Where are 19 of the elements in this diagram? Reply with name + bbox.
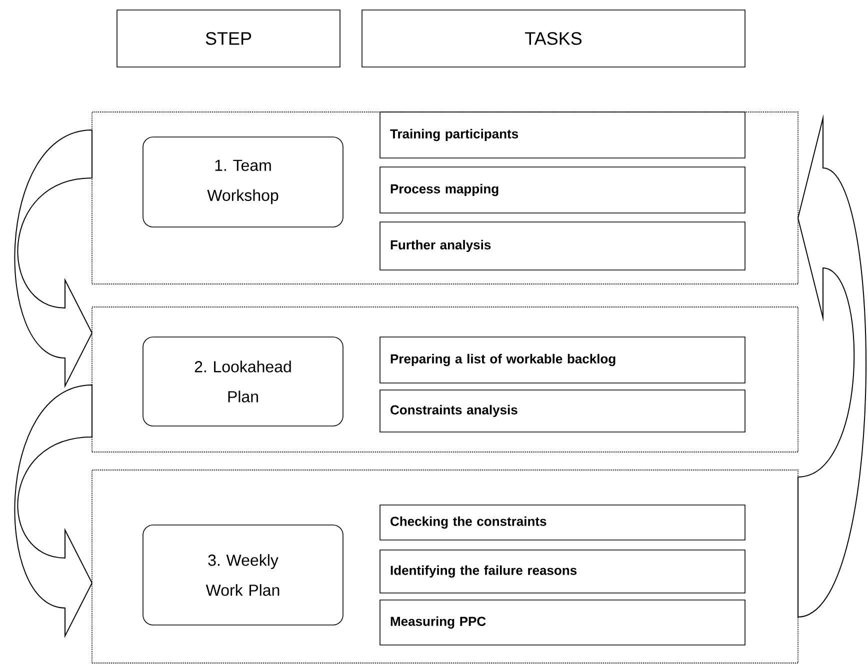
curved-block-arrow xyxy=(14,130,92,386)
task-box: Constraints analysis xyxy=(380,390,746,432)
task-box: Training participants xyxy=(380,112,746,158)
dotted-group-box xyxy=(92,306,798,452)
dotted-group-box xyxy=(92,470,798,664)
dotted-group-box xyxy=(92,112,798,284)
task-box: Identifying the failure reasons xyxy=(380,550,746,594)
step-box: 2. Lookahead Plan xyxy=(142,336,344,426)
step-box: 3. Weekly Work Plan xyxy=(142,524,344,626)
column-header: STEP xyxy=(116,10,340,68)
task-box: Measuring PPC xyxy=(380,600,746,646)
task-box: Further analysis xyxy=(380,222,746,270)
curved-block-arrow xyxy=(798,118,866,618)
step-box: 1. Team Workshop xyxy=(142,136,344,228)
task-box: Preparing a list of workable backlog xyxy=(380,336,746,384)
curved-block-arrow xyxy=(14,384,92,636)
task-box: Process mapping xyxy=(380,166,746,214)
column-header: TASKS xyxy=(362,10,746,68)
task-box: Checking the constraints xyxy=(380,504,746,540)
